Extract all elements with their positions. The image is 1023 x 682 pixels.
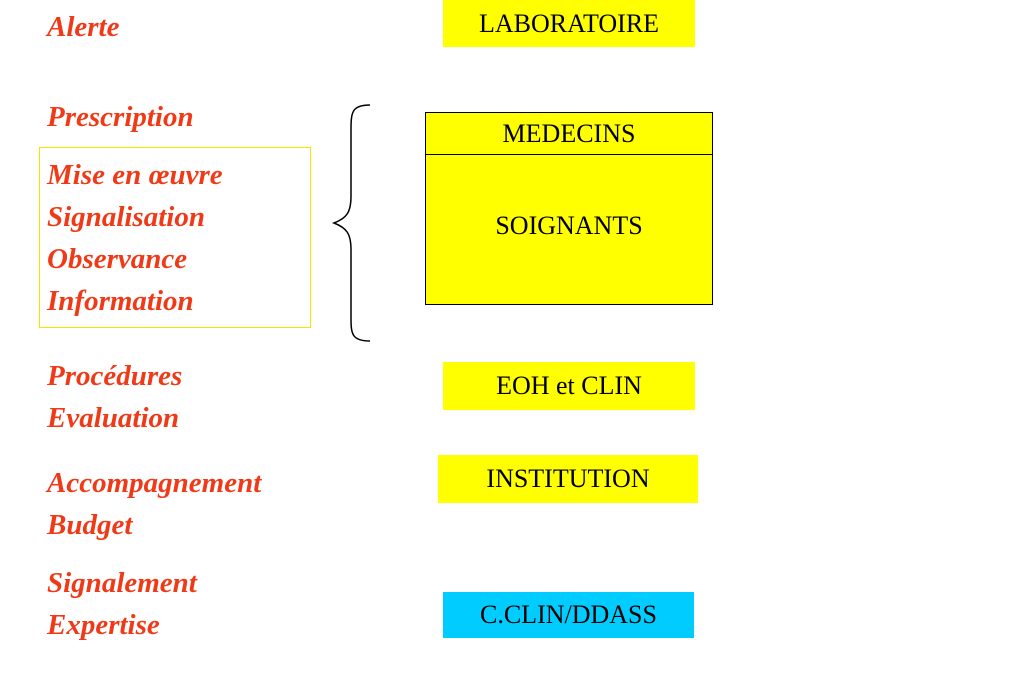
actor-laboratoire: LABORATOIRE [443,0,695,47]
role-line: Expertise [47,609,160,641]
role-line: Alerte [47,11,120,43]
role-line: Prescription [47,101,194,133]
role-line: Budget [47,509,133,541]
actor-cclin-ddass: C.CLIN/DDASS [443,592,694,638]
role-line: Information [47,285,194,317]
role-procedures: Procédures Evaluation [47,355,182,439]
actor-medecins: MEDECINS [426,113,712,155]
curly-brace-icon [331,104,371,342]
role-accompagnement: Accompagnement Budget [47,462,261,546]
role-line: Observance [47,243,188,275]
role-line: Signalement [47,567,197,599]
role-line: Mise en œuvre [47,159,223,191]
role-signalement: Signalement Expertise [47,562,197,646]
role-line: Signalisation [47,201,205,233]
role-line: Accompagnement [47,467,262,499]
role-line: Evaluation [47,402,180,434]
role-alerte: Alerte [47,6,120,48]
role-prescription: Prescription [47,96,194,138]
actor-stack-medecins-soignants: MEDECINS SOIGNANTS [425,112,713,305]
actor-soignants: SOIGNANTS [495,210,643,240]
role-line: Procédures [47,360,183,392]
soignants-roles-box [39,147,311,328]
actor-institution: INSTITUTION [438,455,698,503]
actor-eoh-clin: EOH et CLIN [443,362,695,410]
role-soins-group: Mise en œuvre Signalisation Observance I… [47,154,223,322]
